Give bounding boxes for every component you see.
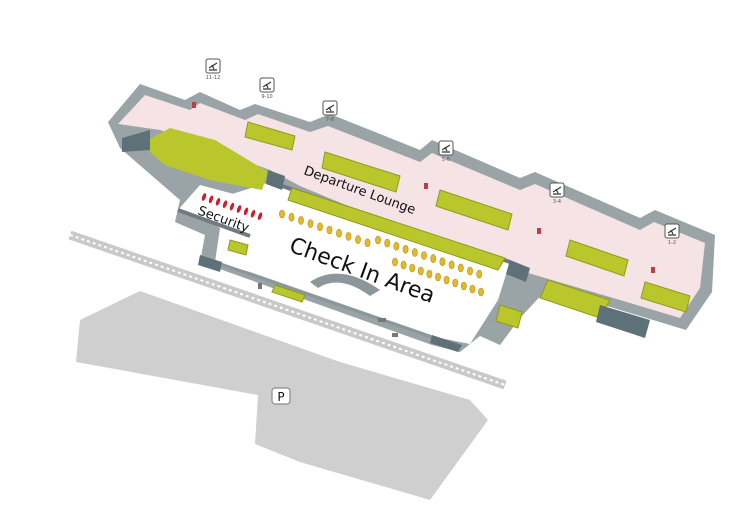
check-in-desk: [317, 222, 323, 232]
check-in-desk: [298, 216, 304, 225]
landside-garden: [148, 128, 268, 190]
check-in-desk: [402, 245, 409, 254]
check-in-desk: [478, 287, 484, 297]
security-lane: [257, 212, 263, 221]
check-in-desk: [448, 260, 455, 270]
entrance-doors: [258, 283, 398, 337]
check-in-desk: [469, 284, 476, 294]
check-in-desk: [375, 235, 381, 245]
check-in-desk: [411, 248, 418, 257]
check-in-desk: [384, 238, 391, 248]
gate-3-4[interactable]: 3-4: [549, 182, 565, 205]
check-in-floor: [188, 182, 510, 344]
gate-doors: [192, 102, 655, 273]
check-in-desk: [443, 275, 450, 285]
gate-11-12[interactable]: 11-12: [205, 58, 221, 81]
security-lanes: [201, 193, 263, 221]
check-in-desk: [430, 254, 437, 263]
gate-9-10[interactable]: 9-10: [259, 77, 275, 100]
check-in-desks: [279, 209, 484, 297]
access-road: [68, 230, 507, 390]
gate-code: 11-12: [206, 75, 221, 81]
parking-icon[interactable]: P: [271, 387, 291, 405]
check-in-desk: [336, 228, 342, 238]
gate-code: 5-6: [442, 157, 450, 163]
check-in-desk: [426, 269, 433, 279]
security-lane: [250, 209, 256, 218]
check-in-desk: [345, 232, 352, 241]
gate-code: 3-4: [553, 199, 561, 205]
check-in-desk: [400, 260, 407, 270]
parking-label: P: [277, 390, 284, 404]
check-in-desk: [288, 212, 295, 222]
check-in-desk: [452, 278, 459, 288]
parking-area: P: [76, 291, 488, 500]
gate-7-8[interactable]: 7-8: [322, 100, 338, 123]
security-lane: [236, 205, 242, 213]
security-lane: [215, 197, 221, 206]
check-in-desk: [355, 235, 361, 244]
check-in-desk: [439, 257, 446, 267]
check-in-desk: [393, 241, 400, 251]
security-lane: [229, 202, 235, 211]
check-in-desk: [364, 238, 371, 248]
check-in-desk: [421, 251, 427, 260]
gate-code: 9-10: [261, 94, 272, 100]
security-lane: [208, 195, 214, 204]
departure-lounge-floor: [118, 95, 705, 318]
check-in-desk: [392, 257, 398, 267]
gate-5-6[interactable]: 5-6: [438, 140, 454, 163]
check-in-desk: [326, 225, 333, 235]
security-lane: [201, 193, 207, 201]
gate-1-2[interactable]: 1-2: [664, 223, 680, 246]
check-in-desk: [460, 281, 467, 291]
entrance-canopy: [310, 273, 380, 296]
check-in-desk: [307, 219, 314, 228]
check-in-desk: [435, 272, 441, 282]
check-in-desk: [467, 266, 473, 276]
check-in-desk: [476, 269, 483, 279]
check-in-desk: [279, 209, 285, 219]
security-lane: [243, 207, 249, 216]
security-lane: [222, 200, 228, 209]
lounge-shops: [227, 121, 691, 329]
gate-icons: 11-12 9-10 7-8 5-6 3-4 1-2: [205, 58, 680, 246]
check-in-desk: [417, 266, 424, 276]
gate-code: 7-8: [326, 117, 334, 123]
gate-code: 1-2: [668, 240, 676, 246]
service-blocks: [122, 130, 650, 352]
check-in-desk: [409, 263, 416, 273]
check-in-desk: [457, 263, 464, 273]
